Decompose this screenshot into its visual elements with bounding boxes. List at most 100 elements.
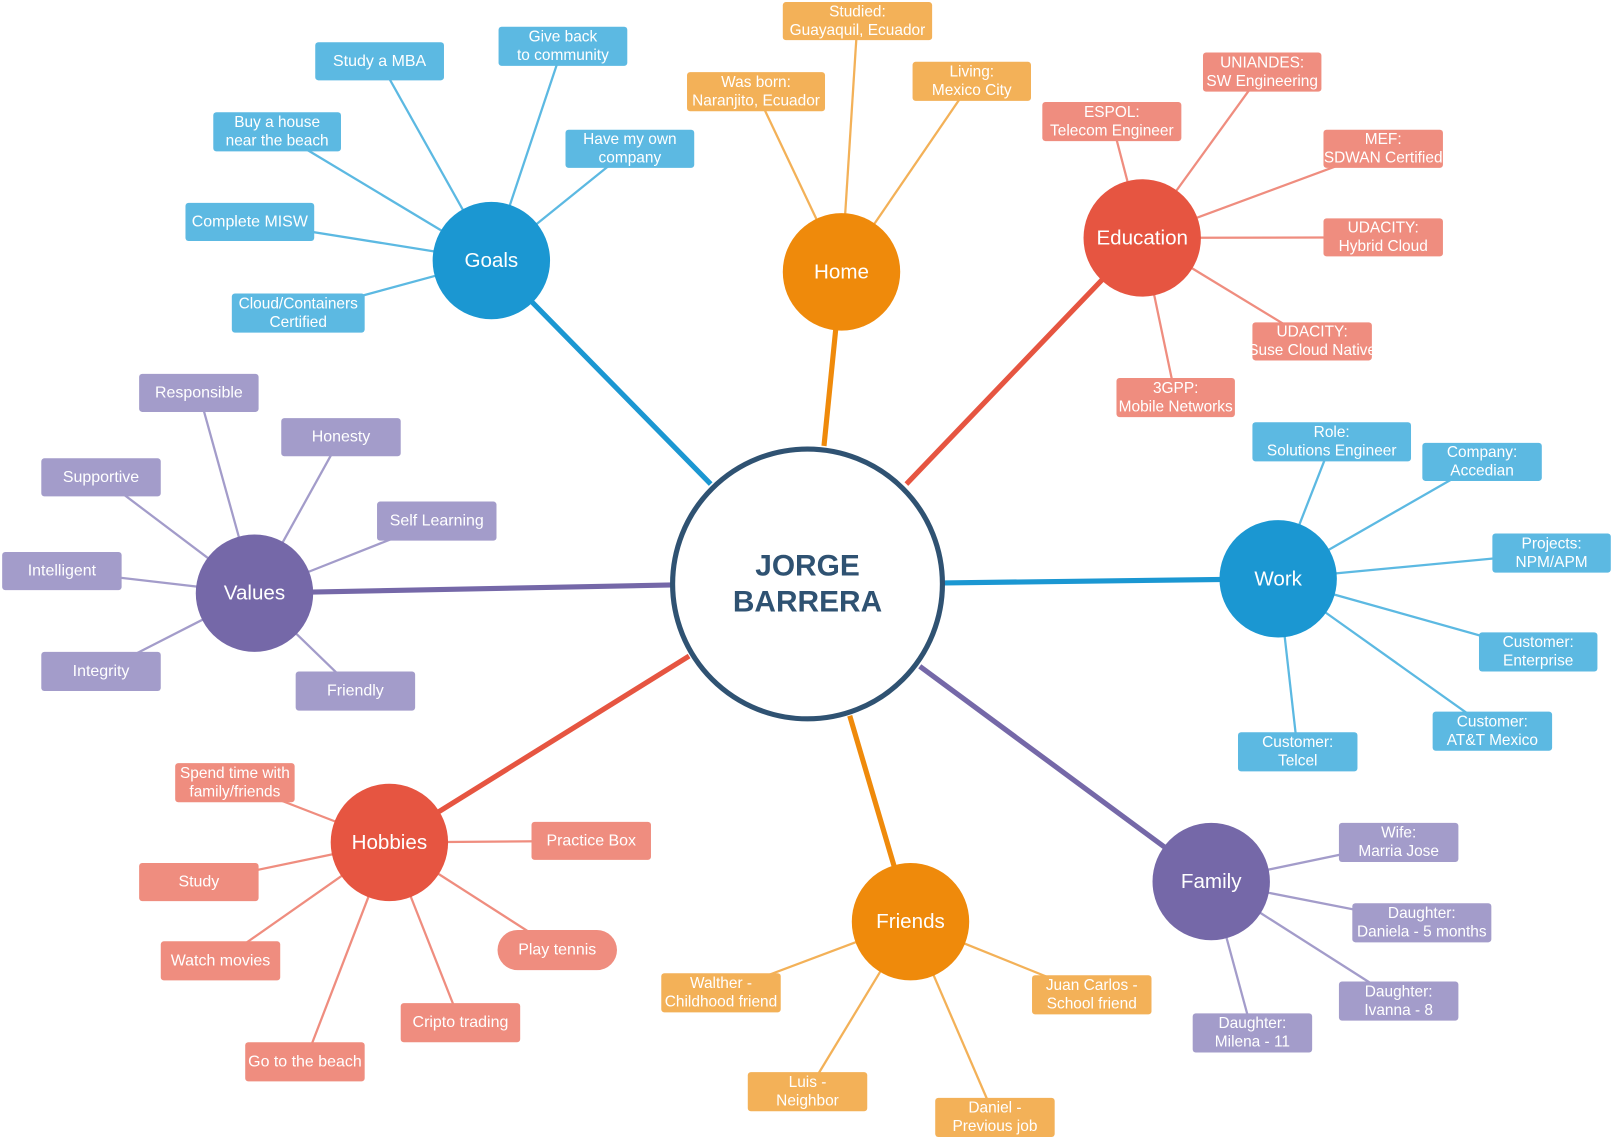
leaf-box (1252, 322, 1372, 361)
hub-circle (330, 783, 449, 902)
leaf-label: UDACITY: (1277, 324, 1348, 341)
hobbies-leaf-node[interactable]: Go to the beach (245, 1042, 365, 1082)
leaf-box (1422, 442, 1542, 481)
leaf-box (1338, 981, 1459, 1021)
work-leaf-node[interactable]: Customer:AT&T Mexico (1432, 711, 1553, 751)
work-leaf-node[interactable]: Customer:Telcel (1237, 732, 1358, 772)
leaf-label: Play tennis (518, 942, 596, 959)
hobbies-hub-node[interactable]: Hobbies (330, 783, 449, 902)
leaf-box (1192, 1013, 1313, 1053)
leaf-label: Buy a house (234, 114, 320, 131)
hobbies-leaf-node[interactable]: Watch movies (160, 941, 281, 981)
education-leaf-node[interactable]: 3GPP:Mobile Networks (1116, 377, 1235, 418)
family-hub-node[interactable]: Family (1152, 822, 1270, 941)
leaf-box (41, 651, 161, 692)
leaf-box (1252, 422, 1412, 462)
hub-circle (782, 213, 901, 331)
values-hub-node[interactable]: Values (195, 534, 314, 652)
leaf-label: Supportive (63, 469, 139, 486)
leaf-label: ESPOL: (1084, 104, 1140, 121)
leaf-box (1478, 632, 1598, 672)
education-leaf-node[interactable]: UDACITY:Hybrid Cloud (1323, 218, 1443, 257)
leaf-label: Childhood friend (665, 994, 777, 1011)
work-leaf-node[interactable]: Company:Accedian (1422, 442, 1542, 481)
leaf-label: Guayaquil, Ecuador (790, 22, 926, 39)
leaf-label: Telcel (1278, 753, 1317, 770)
leaf-label: Practice Box (546, 832, 636, 849)
home-leaf-node[interactable]: Was born:Naranjito, Ecuador (687, 72, 826, 112)
leaf-box (1352, 903, 1492, 943)
work-leaf-node[interactable]: Projects:NPM/APM (1492, 533, 1611, 573)
hobbies-leaf-node[interactable]: Cripto trading (400, 1003, 521, 1043)
hub-label: Family (1181, 870, 1242, 893)
family-main-connector (918, 664, 1213, 884)
leaf-label: School friend (1047, 996, 1137, 1013)
leaf-label: MEF: (1365, 131, 1402, 148)
home-leaf-connector (843, 26, 859, 216)
family-leaf-node[interactable]: Daughter:Milena - 11 (1192, 1013, 1313, 1053)
values-leaf-node[interactable]: Supportive (41, 458, 161, 497)
education-leaf-node[interactable]: UNIANDES:SW Engineering (1202, 52, 1322, 92)
home-hub-node[interactable]: Home (782, 213, 901, 331)
family-leaf-node[interactable]: Daughter:Daniela - 5 months (1352, 903, 1492, 943)
leaf-box (747, 1072, 868, 1112)
friends-leaf-node[interactable]: Walther -Childhood friend (661, 973, 781, 1013)
leaf-label: Complete MISW (192, 213, 308, 230)
leaf-label: Mobile Networks (1119, 398, 1233, 415)
values-leaf-connector (280, 439, 341, 545)
work-leaf-connector (1283, 634, 1299, 749)
hobbies-leaf-node[interactable]: Study (139, 863, 259, 902)
leaf-label: Luis - (789, 1074, 827, 1091)
values-leaf-node[interactable]: Integrity (41, 651, 161, 692)
leaf-box (295, 671, 416, 711)
values-leaf-connector (198, 396, 241, 539)
home-leaf-node[interactable]: Studied:Guayaquil, Ecuador (782, 2, 933, 41)
education-leaf-node[interactable]: ESPOL:Telecom Engineer (1042, 101, 1182, 142)
values-leaf-node[interactable]: Friendly (295, 671, 416, 711)
leaf-box (175, 763, 295, 803)
education-leaf-node[interactable]: UDACITY:Suse Cloud Native (1248, 322, 1376, 361)
home-leaf-node[interactable]: Living:Mexico City (912, 61, 1031, 101)
leaf-box (139, 373, 259, 412)
leaf-box (185, 202, 315, 241)
education-leaf-connector (1174, 74, 1261, 193)
work-hub-node[interactable]: Work (1219, 520, 1337, 638)
goals-leaf-connector (508, 50, 563, 208)
goals-leaf-connector (380, 64, 465, 212)
hobbies-leaf-node[interactable]: Play tennis (497, 929, 617, 971)
education-leaf-node[interactable]: MEF:SDWAN Certified (1323, 129, 1443, 168)
friends-leaf-node[interactable]: Juan Carlos -School friend (1032, 975, 1152, 1015)
goals-leaf-node[interactable]: Complete MISW (185, 202, 315, 241)
values-leaf-node[interactable]: Responsible (139, 373, 259, 412)
center-title: BARRERA (733, 585, 882, 618)
goals-hub-node[interactable]: Goals (432, 201, 551, 320)
family-leaf-node[interactable]: Wife:Marria Jose (1338, 822, 1459, 862)
leaf-box (1032, 975, 1152, 1015)
friends-leaf-node[interactable]: Luis -Neighbor (747, 1072, 868, 1112)
friends-leaf-connector (931, 973, 995, 1114)
values-leaf-node[interactable]: Self Learning (377, 501, 497, 541)
friends-hub-node[interactable]: Friends (851, 863, 970, 981)
leaf-label: Previous job (952, 1118, 1037, 1135)
hobbies-leaf-node[interactable]: Practice Box (531, 821, 651, 860)
family-leaf-node[interactable]: Daughter:Ivanna - 8 (1338, 981, 1459, 1021)
values-leaf-node[interactable]: Honesty (281, 418, 401, 457)
hub-label: Hobbies (352, 831, 428, 854)
friends-leaf-node[interactable]: Daniel -Previous job (935, 1097, 1055, 1137)
leaf-label: 3GPP: (1153, 380, 1198, 397)
goals-leaf-node[interactable]: Study a MBA (315, 42, 444, 81)
work-leaf-node[interactable]: Customer:Enterprise (1478, 632, 1598, 672)
leaf-box (1042, 101, 1182, 142)
education-hub-node[interactable]: Education (1083, 179, 1201, 297)
work-leaf-node[interactable]: Role:Solutions Engineer (1252, 422, 1412, 462)
center-circle (670, 446, 946, 722)
hub-label: Home (814, 260, 869, 283)
values-leaf-node[interactable]: Intelligent (2, 552, 122, 591)
